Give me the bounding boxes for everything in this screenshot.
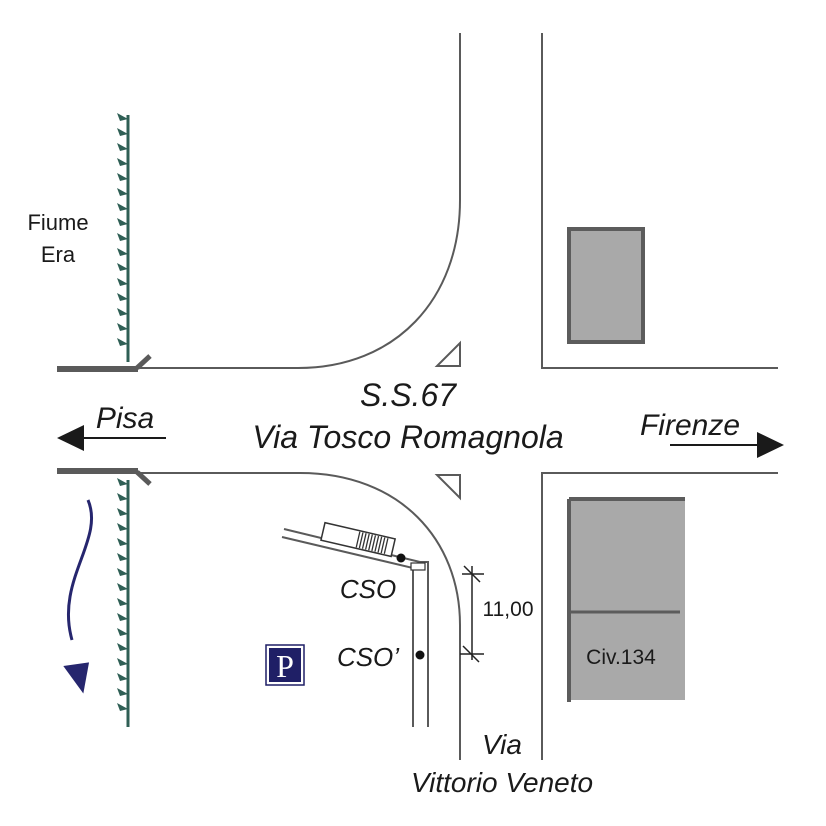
wall-outer-line — [283, 528, 429, 727]
river-bank-tooth — [117, 598, 128, 606]
cabin-vent-stripe — [355, 531, 361, 548]
river-bank-tooth — [117, 323, 128, 331]
main-road-south-edge-west — [140, 472, 461, 760]
river-flow-arrow-icon — [66, 499, 94, 641]
river-bank-tooth — [117, 308, 128, 316]
dimension-tick-top — [462, 565, 484, 583]
cabin-vent-stripe — [377, 536, 383, 553]
cabin-vent-stripe — [383, 538, 389, 554]
traffic-island-south — [434, 474, 461, 501]
cabin-vent-stripe — [374, 535, 380, 552]
river-bank-tooth — [117, 293, 128, 301]
river-bank-tooth — [117, 538, 128, 546]
station-cso-point — [396, 553, 406, 563]
cabin-vent-stripe — [368, 534, 373, 551]
parking-letter: P — [276, 648, 294, 684]
river-bank-tooth — [117, 278, 128, 286]
river-bank-tooth — [117, 553, 128, 561]
river-bank-tooth — [117, 478, 128, 486]
river-flow-arrowhead — [63, 662, 90, 694]
river-bank-tooth — [117, 248, 128, 256]
river-bank-tooth — [117, 523, 128, 531]
traffic-island-north — [434, 340, 461, 367]
river-bank-teeth-icon — [117, 478, 130, 727]
river-bank-teeth-icon — [117, 113, 130, 362]
building-civic-label: Civ.134 — [586, 646, 656, 669]
bridge-south-tick — [135, 470, 152, 486]
cabin-vent-stripe — [361, 533, 367, 549]
monitoring-cabin-icon — [320, 521, 397, 558]
river-bank-tooth — [117, 583, 128, 591]
direction-west-label: Pisa — [96, 402, 154, 435]
river-bank-tooth — [117, 143, 128, 151]
river-bank-tooth — [117, 688, 128, 696]
river-bank-tooth — [117, 203, 128, 211]
arrow-right-icon — [670, 432, 784, 458]
dimension-tick-bottom — [460, 645, 484, 663]
river-bank-tooth — [117, 658, 128, 666]
river-bank-tooth — [117, 493, 128, 501]
side-road-east-edge-south — [541, 472, 778, 760]
cabin-vent-stripe — [364, 533, 370, 550]
side-street-label-line2: Vittorio Veneto — [411, 767, 593, 798]
river-bank-tooth — [117, 628, 128, 636]
cabin-vent-stripe — [358, 532, 364, 549]
side-street-label-line1: Via — [482, 729, 522, 760]
river-bank-tooth — [117, 643, 128, 651]
river-name-line1: Fiume — [27, 210, 88, 235]
river-bank-tooth — [117, 338, 128, 346]
station-cso2-point — [415, 650, 425, 660]
river-bank-tooth — [117, 233, 128, 241]
river-bank-tooth — [117, 508, 128, 516]
river-bank-tooth — [117, 218, 128, 226]
river-bank-tooth — [117, 263, 128, 271]
cabin-vent-stripe — [371, 535, 377, 552]
arrow-left-icon — [57, 425, 166, 451]
road-name-label: Via Tosco Romagnola — [252, 419, 563, 455]
distance-label: 11,00 — [483, 598, 534, 621]
building-north-east — [567, 227, 645, 344]
cabin-small-box — [410, 562, 426, 571]
side-road-west-edge-north — [541, 33, 778, 369]
river-bank-tooth — [117, 113, 128, 121]
cabin-vent-stripe — [380, 537, 386, 554]
station-cso-label: CSO — [340, 574, 396, 604]
river-bank-tooth — [117, 673, 128, 681]
river-bank-tooth — [117, 158, 128, 166]
station-cso2-label: CSO’ — [337, 642, 400, 672]
river-bank-tooth — [117, 613, 128, 621]
road-ref-label: S.S.67 — [360, 377, 457, 413]
river-bank-tooth — [117, 568, 128, 576]
river-bank-tooth — [117, 188, 128, 196]
bridge-north-tick — [135, 354, 152, 370]
building-south-east — [569, 500, 685, 700]
direction-east-label: Firenze — [640, 409, 740, 442]
parking-sign-icon: P — [265, 644, 305, 686]
river-bank-tooth — [117, 128, 128, 136]
river-name-line2: Era — [41, 242, 76, 267]
wall-inner-line — [281, 536, 414, 727]
river-bank-tooth — [117, 703, 128, 711]
main-road-north-edge-west — [140, 33, 461, 369]
river-bank-tooth — [117, 173, 128, 181]
